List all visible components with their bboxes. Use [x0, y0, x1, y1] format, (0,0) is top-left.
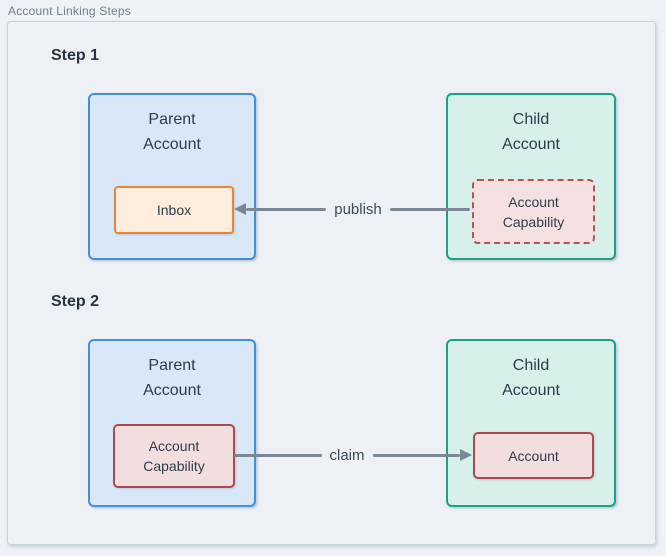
arrow-line: [389, 207, 471, 211]
diagram-container: Step 1 Parent Account Inbox Child Accoun…: [7, 21, 656, 545]
publish-arrow-label: publish: [334, 200, 382, 218]
arrow-line: [234, 453, 322, 457]
child-account-node-step2: Child Account Account: [446, 339, 616, 507]
arrowhead-left-icon: [234, 203, 246, 215]
arrow-line: [372, 453, 461, 457]
parent-account-node-step1: Parent Account Inbox: [88, 93, 256, 260]
claim-arrow: claim: [234, 444, 473, 466]
publish-arrow: publish: [234, 198, 471, 220]
child-account-title-step2: Child Account: [502, 357, 560, 399]
diagram-title: Account Linking Steps: [8, 4, 131, 18]
child-account-title-step1: Child Account: [502, 111, 560, 153]
account-node-step2: Account: [473, 432, 594, 479]
account-capability-node-step1: Account Capability: [472, 179, 595, 244]
claim-arrow-label: claim: [329, 446, 365, 464]
step-1-heading: Step 1: [51, 47, 100, 64]
parent-account-title-step1: Parent Account: [143, 111, 201, 153]
parent-account-title-step2: Parent Account: [143, 357, 201, 399]
step-2-heading: Step 2: [51, 293, 100, 310]
child-account-node-step1: Child Account Account Capability: [446, 93, 616, 260]
parent-account-node-step2: Parent Account Account Capability: [88, 339, 256, 507]
account-capability-node-step2: Account Capability: [113, 424, 235, 488]
arrowhead-right-icon: [460, 449, 473, 461]
inbox-node-step1: Inbox: [114, 186, 234, 234]
arrow-line: [246, 207, 327, 211]
